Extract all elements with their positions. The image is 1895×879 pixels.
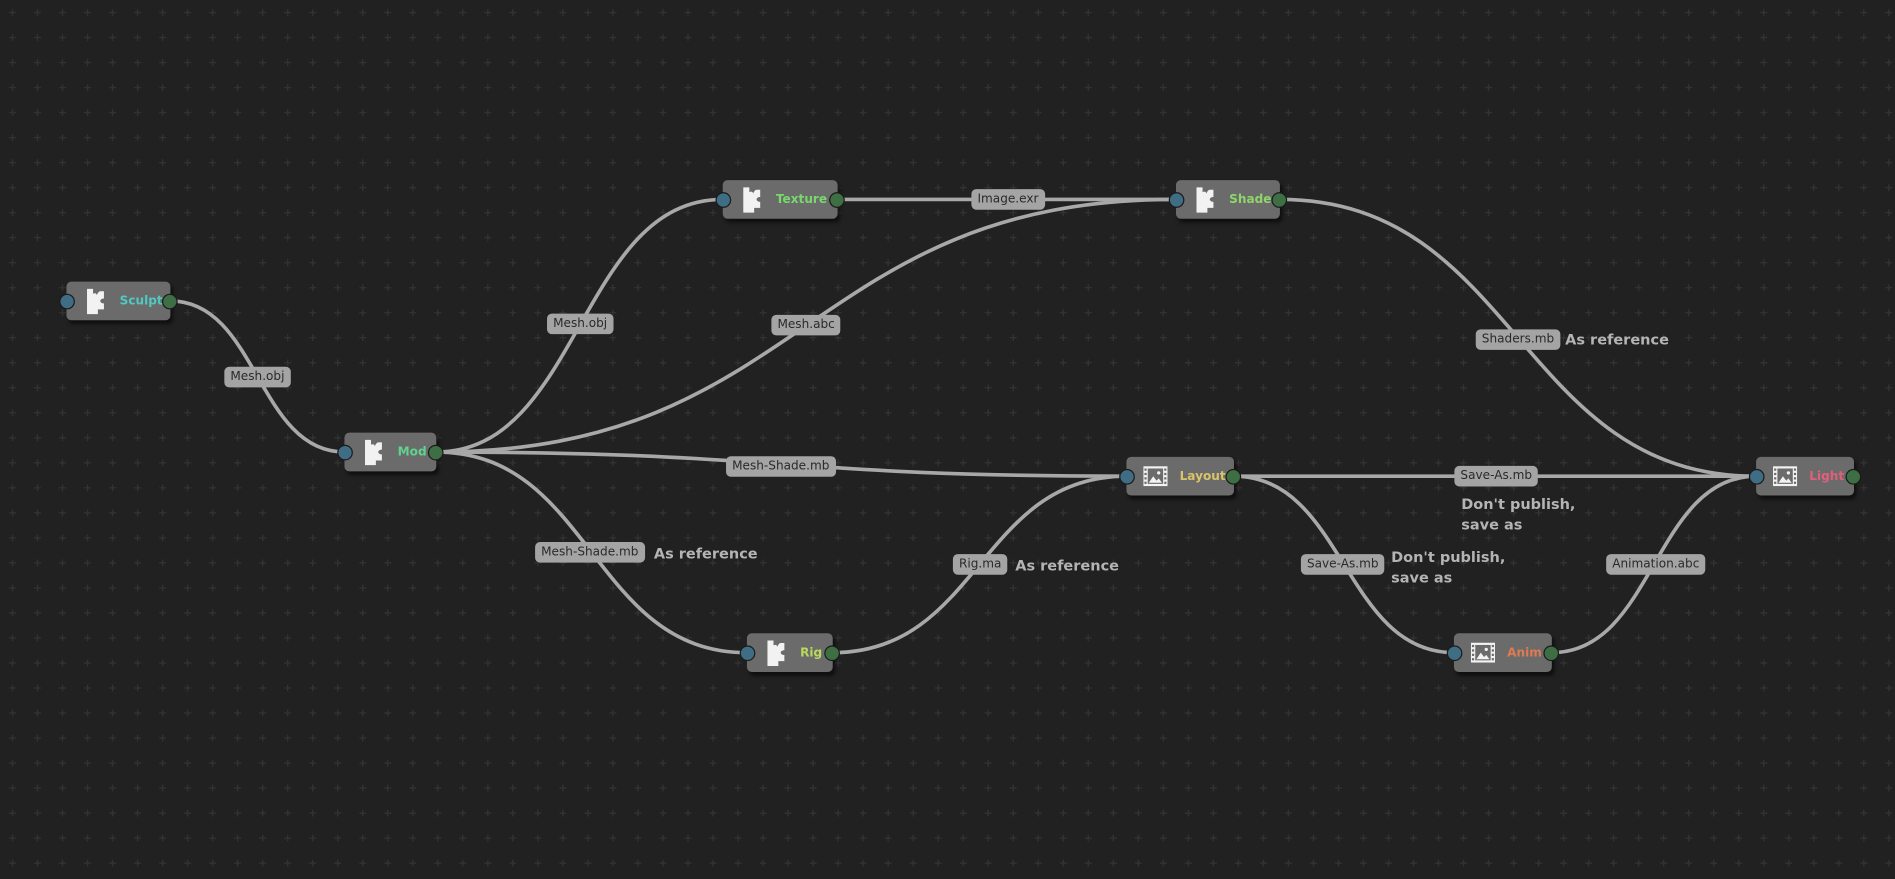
edge-note: As reference: [653, 545, 758, 562]
film-image-icon: [1143, 464, 1168, 488]
node-label: Sculpt: [119, 294, 163, 308]
edge-note: Don't publish, save as: [1391, 548, 1506, 587]
output-port[interactable]: [1271, 191, 1288, 208]
output-port[interactable]: [161, 293, 178, 309]
edge-label[interactable]: Save-As.mb: [1454, 465, 1539, 487]
edge-note: Don't publish, save as: [1461, 495, 1576, 533]
edge-label[interactable]: Shaders.mb: [1475, 329, 1561, 350]
puzzle-icon: [361, 439, 385, 466]
node-mod[interactable]: Mod: [337, 432, 444, 472]
output-port[interactable]: [824, 644, 840, 661]
edge-label[interactable]: Image.exr: [971, 189, 1045, 210]
edge-label[interactable]: Mesh.obj: [224, 366, 291, 388]
edge-label[interactable]: Save-As.mb: [1300, 554, 1385, 575]
output-port[interactable]: [427, 444, 444, 460]
node-label: Light: [1809, 469, 1845, 483]
node-rig[interactable]: Rig: [739, 633, 840, 672]
node-shade[interactable]: Shade: [1168, 180, 1288, 219]
film-image-icon: [1773, 464, 1798, 488]
edge-note: As reference: [1565, 331, 1669, 349]
edge-label[interactable]: Mesh.obj: [547, 313, 614, 335]
node-texture[interactable]: Texture: [715, 180, 845, 219]
node-sculpt[interactable]: Sculpt: [59, 281, 178, 321]
film-image-icon: [1470, 641, 1496, 665]
puzzle-icon: [740, 187, 764, 213]
input-port[interactable]: [739, 644, 756, 661]
node-anim[interactable]: Anim: [1446, 633, 1560, 672]
puzzle-icon: [83, 288, 107, 315]
node-layout[interactable]: Layout: [1119, 456, 1242, 496]
edge-label[interactable]: Rig.ma: [952, 554, 1008, 575]
edge-label[interactable]: Mesh.abc: [771, 314, 841, 336]
puzzle-icon: [764, 640, 788, 666]
node-label: Anim: [1507, 645, 1542, 660]
output-port[interactable]: [1543, 644, 1560, 661]
input-port[interactable]: [1748, 468, 1765, 485]
edge-label[interactable]: Animation.abc: [1606, 554, 1706, 575]
node-light[interactable]: Light: [1748, 456, 1862, 496]
edge-label[interactable]: Mesh-Shade.mb: [535, 542, 645, 563]
node-label: Layout: [1179, 469, 1226, 483]
input-port[interactable]: [337, 444, 353, 460]
node-label: Mod: [397, 445, 427, 459]
node-label: Rig: [800, 645, 823, 660]
input-port[interactable]: [1168, 191, 1185, 208]
output-port[interactable]: [1845, 468, 1862, 485]
input-port[interactable]: [59, 293, 75, 309]
input-port[interactable]: [1119, 468, 1135, 485]
output-port[interactable]: [1225, 468, 1242, 485]
input-port[interactable]: [715, 191, 732, 208]
node-label: Texture: [775, 192, 828, 207]
input-port[interactable]: [1446, 644, 1463, 661]
output-port[interactable]: [829, 191, 845, 208]
puzzle-icon: [1193, 187, 1217, 213]
edge-label[interactable]: Mesh-Shade.mb: [726, 456, 836, 477]
edge-note: As reference: [1015, 557, 1120, 575]
node-label: Shade: [1229, 192, 1272, 207]
